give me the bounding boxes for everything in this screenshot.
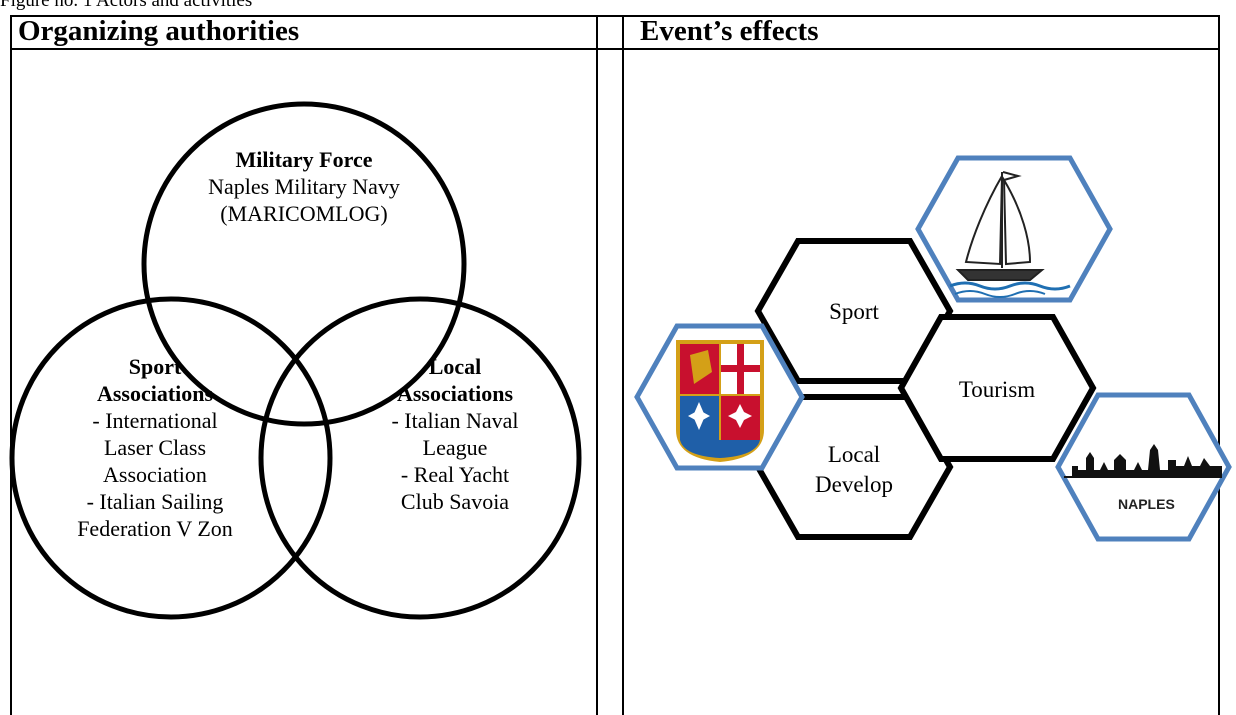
venn-circle-local: [258, 296, 582, 620]
venn-military-title: Military Force: [235, 147, 373, 172]
figure-caption: Figure no. 1 Actors and activities: [0, 0, 253, 11]
hex-local-develop-label: Local Develop: [794, 440, 914, 500]
hex-navy-flag: [634, 323, 805, 471]
column-divider-right: [622, 15, 624, 715]
hex-tourism: [897, 314, 1097, 462]
venn-local-title: Local: [428, 354, 482, 379]
naples-skyline-icon: [1064, 444, 1222, 478]
hex-sailboat: [915, 155, 1113, 303]
column-divider-left: [596, 15, 598, 715]
table-top-border: [10, 15, 1220, 17]
navy-shield-icon: [676, 340, 764, 462]
venn-sport-title: Associations: [96, 381, 214, 406]
hex-naples: [1055, 392, 1232, 542]
sailboat-icon: [949, 171, 1071, 298]
venn-sport-title: Sport: [128, 354, 182, 379]
venn-circle-military: [141, 101, 467, 427]
venn-military-line: Naples Military Navy: [208, 174, 400, 199]
venn-sport-line: - International: [92, 408, 218, 433]
venn-text-military: Military Force Naples Military Navy (MAR…: [154, 146, 454, 227]
venn-local-line: League: [422, 435, 488, 460]
venn-text-sport: Sport Associations - International Laser…: [35, 353, 275, 542]
header-events-effects: Event’s effects: [640, 15, 819, 47]
venn-local-line: - Italian Naval: [391, 408, 519, 433]
hex-local-line: Local: [827, 442, 881, 467]
venn-text-local: Local Associations - Italian Naval Leagu…: [335, 353, 575, 515]
table-left-border: [10, 15, 12, 715]
header-bottom-border: [10, 48, 1220, 50]
venn-sport-line: Association: [103, 462, 207, 487]
venn-local-line: - Real Yacht: [400, 462, 510, 487]
hex-local-line: Develop: [815, 472, 893, 497]
venn-sport-line: - Italian Sailing: [86, 489, 224, 514]
venn-military-line: (MARICOMLOG): [220, 201, 388, 226]
venn-circle-sport: [9, 296, 333, 620]
venn-sport-line: Federation V Zon: [77, 516, 233, 541]
venn-local-title: Associations: [396, 381, 514, 406]
header-organizing-authorities: Organizing authorities: [18, 15, 300, 47]
hex-sport-label: Sport: [829, 299, 879, 324]
naples-label: NAPLES: [1118, 496, 1175, 512]
venn-sport-line: Laser Class: [103, 435, 207, 460]
venn-local-line: Club Savoia: [400, 489, 510, 514]
table-right-border: [1218, 15, 1220, 715]
hex-tourism-label: Tourism: [958, 377, 1036, 402]
